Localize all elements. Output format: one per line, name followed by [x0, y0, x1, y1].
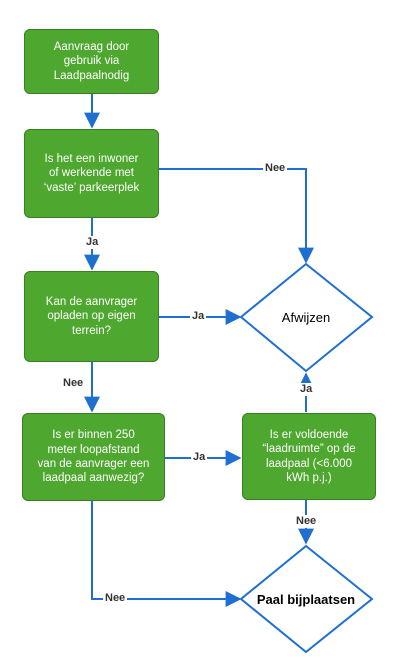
capacity-no-label: Nee — [294, 515, 319, 528]
own-terrain-no-label: Nee — [61, 377, 86, 390]
resident-no-label: Nee — [263, 162, 288, 175]
place-diamond — [239, 544, 374, 654]
own-terrain-yes-label: Ja — [190, 310, 207, 323]
resident-yes-label: Ja — [84, 236, 101, 249]
nearby-no-label: Nee — [103, 592, 128, 605]
edge-resident-no — [158, 168, 314, 264]
capacity-question-box: Is er voldoende “laadruimte” op de laadp… — [242, 413, 376, 500]
reject-label: Afwijzen — [281, 309, 331, 325]
place-label: Paal bijplaatsen — [256, 591, 356, 607]
capacity-yes-label: Ja — [298, 383, 315, 396]
start-box: Aanvraag door gebruik via Laadpaalnodig — [24, 29, 159, 94]
resident-question-box: Is het een inwoner of werkende met ‘vast… — [24, 129, 159, 218]
own-terrain-question-box: Kan de aanvrager opladen op eigen terrei… — [24, 271, 159, 362]
nearby-yes-label: Ja — [191, 451, 208, 464]
edge-nearby-no — [91, 501, 242, 607]
reject-diamond — [239, 262, 374, 373]
nearby-charger-question-box: Is er binnen 250 meter loopafstand van d… — [22, 413, 165, 501]
